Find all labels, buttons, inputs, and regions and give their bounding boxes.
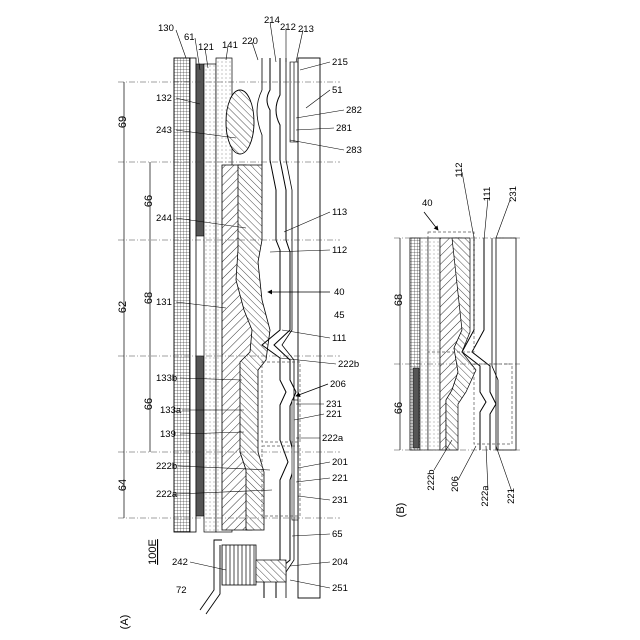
layer-61 [190, 58, 196, 532]
label-231-bot: 231 [332, 495, 348, 506]
label-222b-top: 222b [338, 359, 359, 370]
region-69: 69 [117, 116, 129, 128]
label-112: 112 [332, 245, 347, 256]
region-68: 68 [143, 292, 155, 304]
label-131: 131 [156, 297, 172, 308]
panel-b-drawing [394, 212, 520, 450]
label-220: 220 [242, 36, 258, 47]
label-215: 215 [332, 57, 348, 68]
b-label-222a: 222a [480, 485, 491, 507]
shield-132 [196, 64, 204, 236]
label-283: 283 [346, 145, 362, 156]
panel-a-label: (A) [119, 615, 131, 630]
label-61: 61 [184, 32, 195, 43]
region-66-top: 66 [143, 195, 155, 207]
label-222b-bot: 222b [156, 461, 177, 472]
b-label-206: 206 [450, 476, 461, 492]
b-label-231: 231 [508, 186, 519, 202]
terminal-242 [222, 545, 256, 585]
label-139: 139 [160, 429, 176, 440]
label-214: 214 [264, 15, 280, 26]
label-221-bot: 221 [332, 473, 348, 484]
b-arrow-40 [424, 212, 438, 230]
b-filler [428, 238, 440, 450]
label-206: 206 [330, 379, 346, 390]
b-label-221: 221 [506, 488, 517, 504]
panel-a-drawing [118, 58, 340, 614]
lead-72 [200, 540, 222, 614]
label-201: 201 [332, 457, 348, 468]
label-72: 72 [176, 585, 187, 596]
figure-id-100E: 100E [147, 539, 159, 565]
b-layer [420, 238, 428, 450]
label-111: 111 [332, 333, 346, 344]
label-121: 121 [198, 42, 214, 53]
label-281: 281 [336, 123, 352, 134]
label-132: 132 [156, 93, 172, 104]
label-133b: 133b [156, 373, 177, 384]
b-label-112: 112 [454, 162, 465, 177]
shield-133 [196, 356, 204, 516]
label-113: 113 [332, 207, 347, 218]
layer-left-edge [257, 58, 262, 165]
b-label-222b: 222b [426, 469, 437, 490]
label-204: 204 [332, 557, 348, 568]
region-66-bot: 66 [143, 398, 155, 410]
label-141: 141 [222, 40, 238, 51]
substrate-51 [298, 58, 320, 598]
b-label-68: 68 [393, 294, 405, 306]
label-65: 65 [332, 529, 343, 540]
label-251: 251 [332, 583, 348, 594]
label-222a-bot: 222a [156, 489, 178, 500]
label-212: 212 [280, 22, 296, 33]
label-213: 213 [298, 24, 314, 35]
label-244: 244 [156, 213, 172, 224]
b-right-substrate [496, 238, 516, 450]
panel-b-label: (B) [395, 503, 407, 518]
label-221-top: 221 [326, 409, 342, 420]
region-62: 62 [117, 301, 129, 313]
contact-201 [292, 400, 298, 520]
label-51: 51 [332, 85, 343, 96]
label-243: 243 [156, 125, 172, 136]
label-133a: 133a [160, 405, 182, 416]
label-45: 45 [334, 310, 345, 321]
label-242: 242 [172, 557, 188, 568]
label-40: 40 [334, 287, 345, 298]
b-label-111: 111 [482, 187, 493, 201]
region-64: 64 [117, 479, 129, 491]
b-label-66: 66 [393, 402, 405, 414]
spacer-ellipse [226, 90, 254, 154]
b-shield [413, 368, 419, 448]
label-282: 282 [346, 105, 362, 116]
label-130: 130 [158, 23, 174, 34]
pad-204 [256, 560, 286, 582]
b-label-40: 40 [422, 198, 433, 209]
label-222a-top: 222a [322, 433, 344, 444]
